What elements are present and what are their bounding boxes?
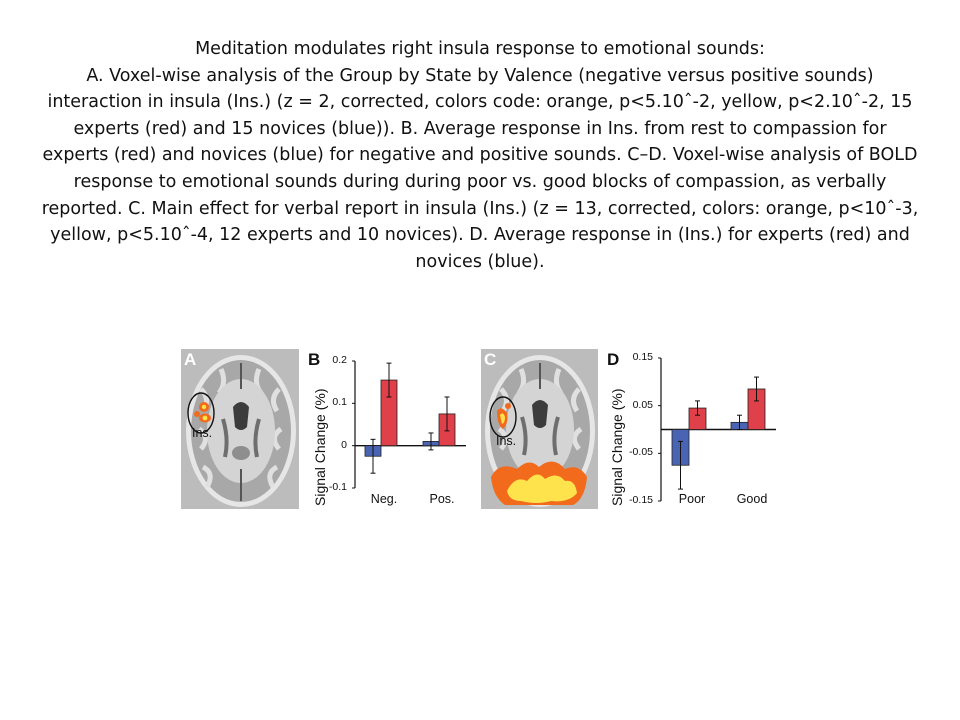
caption-body: A. Voxel-wise analysis of the Group by S… bbox=[41, 65, 919, 272]
panel-a-ins-label: Ins. bbox=[192, 426, 213, 440]
panel-b-ytick-label-1: 0 bbox=[341, 438, 347, 451]
activation-overlay-c bbox=[491, 403, 587, 505]
panel-d-label: D bbox=[607, 350, 620, 369]
panel-d-category-poor: Poor bbox=[678, 492, 706, 506]
panel-d-ytick-label-0: -0.15 bbox=[629, 494, 653, 506]
insula-circle-a bbox=[187, 392, 215, 434]
brain-slice-a bbox=[181, 349, 299, 509]
caption-heading: Meditation modulates right insula respon… bbox=[195, 39, 765, 59]
panel-b-category-pos: Pos. bbox=[429, 492, 455, 506]
panel-b-ytick-label-3: 0.2 bbox=[332, 354, 347, 366]
panel-a-brain-image bbox=[181, 349, 299, 509]
panel-c-label: C bbox=[484, 350, 497, 369]
panel-c-ins-label: Ins. bbox=[496, 434, 517, 448]
panel-a-label: A bbox=[184, 350, 197, 369]
panel-d-category-good: Good bbox=[736, 492, 768, 506]
panel-b-category-neg: Neg. bbox=[370, 492, 398, 506]
activation-overlay-a bbox=[194, 402, 211, 423]
panel-d-ytick-label-3: 0.15 bbox=[632, 351, 653, 363]
panel-b-label: B bbox=[308, 350, 321, 369]
panel-c-brain-image bbox=[481, 349, 598, 509]
panel-b-ytick-label-2: 0.1 bbox=[332, 396, 347, 409]
panel-d-ytick-label-1: -0.05 bbox=[629, 446, 653, 459]
panel-d-ytick-label-2: 0.05 bbox=[632, 398, 653, 411]
insula-circle-c bbox=[489, 396, 517, 438]
panel-b-ytick-label-0: -0.1 bbox=[328, 481, 347, 493]
figure-caption: Meditation modulates right insula respon… bbox=[40, 36, 920, 275]
